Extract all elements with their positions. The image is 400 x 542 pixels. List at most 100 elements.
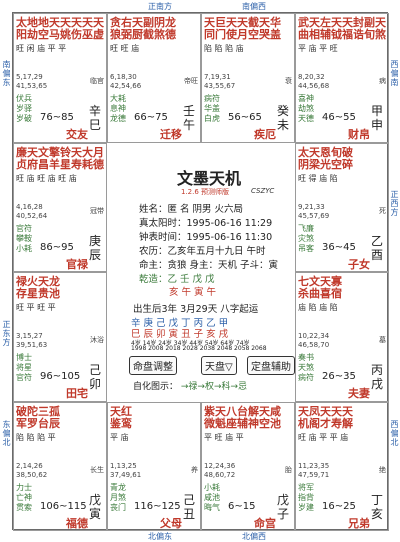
direction-label: 西偏南 bbox=[390, 60, 399, 87]
direction-label: 南偏东 bbox=[2, 60, 11, 87]
chart-board: 太地地天天天天天阳劫空马姚伤巫虚旺 闲 庙 平 平 5,17,29 41,53,6… bbox=[12, 12, 389, 531]
info-row-lunar: 农历：乙亥年五月十九日 午时 bbox=[139, 245, 266, 257]
palace-stars-2: 鉴鸾 bbox=[110, 416, 132, 430]
palace-name: 疾厄 bbox=[254, 128, 276, 141]
palace-mao[interactable]: 禄火天龙存星贵池旺 平 旺 平 3,15,27 39,51,63 沐浴博士 将星 官… bbox=[13, 272, 107, 402]
direction-label: 正西方 bbox=[390, 190, 399, 217]
palace-name: 交友 bbox=[66, 128, 88, 141]
palace-stars-2: 存星贵池 bbox=[16, 287, 60, 300]
palace-age-range: 86~95 bbox=[40, 241, 74, 253]
palace-stage: 帝旺 bbox=[184, 77, 198, 85]
palace-stage: 沐浴 bbox=[90, 336, 104, 344]
self-transform-legend: 自化图示： →禄→权→科→忌 bbox=[133, 379, 247, 392]
palace-stars-2: 贞府昌羊星寿耗德 bbox=[16, 157, 104, 171]
palace-ages: 3,15,27 39,51,63 bbox=[16, 332, 48, 349]
palace-ages: 2,14,26 38,50,62 bbox=[16, 461, 48, 479]
flow-sequence: →禄→权→科→忌 bbox=[180, 381, 248, 392]
palace-ages: 10,22,34 46,58,70 bbox=[298, 332, 330, 349]
dayun-ages: 4岁 14岁 24岁 34岁 44岁 54岁 64岁 74岁 bbox=[131, 339, 250, 347]
info-row-zhi: 亥 午 寅 午 bbox=[169, 286, 217, 298]
palace-stars-2: 军罗台辰 bbox=[16, 416, 60, 430]
palace-name: 命宫 bbox=[254, 516, 276, 530]
code-label: CSZYC bbox=[251, 186, 275, 195]
palace-stage: 墓 bbox=[379, 336, 386, 344]
palace-name: 官禄 bbox=[66, 257, 88, 271]
palace-ganzhi: 己卯 bbox=[88, 363, 101, 391]
palace-stars: 太地地天天天天天 bbox=[16, 16, 104, 29]
palace-ages: 12,24,36 48,60,72 bbox=[204, 461, 236, 479]
palace-stars-2: 狼弼厨截煞德 bbox=[110, 28, 176, 41]
palace-brightness: 旺 庙 旺 庙 旺 庙 bbox=[16, 173, 77, 183]
direction-label: 正东方 bbox=[2, 320, 11, 347]
palace-si[interactable]: 太地地天天天天天阳劫空马姚伤巫虚旺 闲 庙 平 平 5,17,29 41,53,6… bbox=[13, 13, 107, 143]
palace-ganzhi: 丙戌 bbox=[370, 363, 383, 391]
palace-name: 迁移 bbox=[160, 128, 182, 141]
palace-brightness: 旺 旺 庙 bbox=[110, 44, 140, 53]
palace-stars-2: 阳劫空马姚伤巫虚 bbox=[16, 28, 104, 41]
chart-adjust-button[interactable]: 命盘调整 bbox=[129, 355, 177, 375]
palace-ages: 4,16,28 40,52,64 bbox=[16, 202, 48, 220]
dayun-stems: 辛 庚 己 戊 丁 丙 乙 甲 bbox=[131, 317, 229, 329]
palace-age-range: 36~45 bbox=[322, 241, 356, 253]
palace-ages: 8,20,32 44,56,68 bbox=[298, 73, 330, 90]
dayun-years: 1998 2008 2018 2028 2038 2048 2058 2068 bbox=[131, 344, 267, 352]
palace-brightness: 平 庙 平 旺 bbox=[298, 44, 338, 53]
direction-label: 西偏北 bbox=[390, 420, 399, 447]
chart-assist-button[interactable]: 定盘辅助 bbox=[247, 355, 295, 375]
direction-label: 北偏西 bbox=[242, 532, 266, 541]
palace-ganzhi: 辛巳 bbox=[88, 104, 101, 132]
palace-stars-2: 杀曲喜宿 bbox=[298, 287, 342, 300]
palace-brightness: 平 旺 庙 平 bbox=[204, 432, 244, 442]
info-row-ming: 命主：贪狼 身主：天机 子斗：寅 bbox=[139, 259, 279, 271]
palace-name: 田宅 bbox=[66, 387, 88, 400]
palace-age-range: 6~15 bbox=[228, 500, 256, 512]
palace-ganzhi: 甲申 bbox=[370, 104, 383, 132]
palace-minor-stars: 青龙 月煞 丧门 bbox=[110, 482, 126, 512]
version-label: 1.2.6 预测师版 bbox=[181, 187, 230, 196]
palace-ganzhi: 戊子 bbox=[276, 492, 289, 521]
palace-age-range: 116~125 bbox=[134, 500, 181, 512]
palace-minor-stars: 大耗 息神 龙德 bbox=[110, 94, 126, 123]
palace-ages: 9,21,33 45,57,69 bbox=[298, 202, 330, 220]
palace-ganzhi: 壬午 bbox=[182, 104, 195, 132]
dayun-branches: 巳 辰 卯 寅 丑 子 亥 戌 bbox=[131, 328, 229, 340]
palace-name: 兄弟 bbox=[348, 516, 370, 530]
palace-stars: 武天左天天封副天 bbox=[298, 16, 386, 29]
palace-stars: 紫天八台解天咸 bbox=[204, 404, 281, 418]
palace-ages: 7,19,31 43,55,67 bbox=[204, 73, 236, 90]
palace-brightness: 旺 庙 平 平 庙 bbox=[298, 432, 349, 442]
palace-ages: 5,17,29 41,53,65 bbox=[16, 73, 48, 90]
direction-label: 东偏北 bbox=[2, 420, 11, 447]
palace-minor-stars: 病符 华盖 白虎 bbox=[204, 94, 220, 123]
palace-ages: 11,23,35 47,59,71 bbox=[298, 461, 330, 479]
palace-stars-2: 曲相辅钺福诰旬煞 bbox=[298, 28, 386, 41]
palace-stars-2: 同门使月空哭盖 bbox=[204, 28, 281, 41]
palace-age-range: 56~65 bbox=[228, 112, 262, 123]
palace-minor-stars: 伏兵 岁驿 岁破 bbox=[16, 94, 32, 123]
palace-stage: 养 bbox=[191, 465, 198, 474]
palace-stars: 禄火天龙 bbox=[16, 275, 60, 288]
palace-stars: 七文天寡 bbox=[298, 275, 342, 288]
palace-brightness: 旺 闲 庙 平 平 bbox=[16, 44, 67, 53]
palace-age-range: 66~75 bbox=[134, 112, 168, 123]
direction-label: 南偏西 bbox=[242, 2, 266, 11]
palace-stage: 绝 bbox=[379, 465, 386, 474]
palace-ages: 1,13,25 37,49,61 bbox=[110, 461, 142, 479]
tianpan-dropdown[interactable]: 天盘▽ bbox=[201, 355, 237, 375]
palace-brightness: 平 庙 bbox=[110, 432, 129, 442]
direction-label: 正南方 bbox=[148, 2, 172, 11]
palace-brightness: 旺 平 旺 平 bbox=[16, 303, 56, 312]
palace-minor-stars: 官符 攀鞍 小耗 bbox=[16, 223, 32, 253]
info-row-solar-time: 真太阳时：1995-06-16 11:29 bbox=[139, 217, 273, 229]
palace-minor-stars: 博士 将星 官符 bbox=[16, 353, 32, 382]
